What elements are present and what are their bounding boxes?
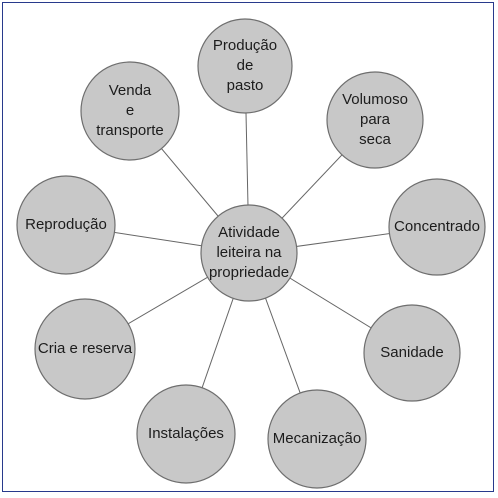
venda-e-transporte-label-line: e [126,102,134,119]
instalacoes-circle [136,384,236,484]
center-circle [200,204,298,302]
producao-de-pasto-node: Produção de pasto [197,18,293,114]
center-node: Atividade leiteira na propriedade [200,204,298,302]
cria-e-reserva-label-line: Cria e reserva [38,340,133,357]
mecanizacao-label: Mecanização [273,430,361,447]
cria-e-reserva-circle [34,298,136,400]
producao-de-pasto-label-line: de [237,57,254,74]
cria-e-reserva-node: Cria e reserva [34,298,136,400]
venda-e-transporte-label-line: Venda [109,82,152,99]
mecanizacao-node: Mecanização [267,389,367,489]
center-label-line: Atividade [218,224,280,241]
center-label: Atividade leiteira na propriedade [209,224,289,281]
producao-de-pasto-circle [197,18,293,114]
concentrado-label-line: Concentrado [394,218,480,235]
venda-e-transporte-circle [80,61,180,161]
volumoso-para-seca-label-line: seca [359,131,391,148]
reproducao-node: Reprodução [16,175,116,275]
sanidade-label-line: Sanidade [380,344,443,361]
producao-de-pasto-label: Produção de pasto [213,37,277,94]
sanidade-label: Sanidade [380,344,443,361]
reproducao-circle [16,175,116,275]
volumoso-para-seca-label-line: para [360,111,391,128]
instalacoes-node: Instalações [136,384,236,484]
volumoso-para-seca-label-line: Volumoso [342,91,408,108]
volumoso-para-seca-label: Volumoso para seca [342,91,408,148]
venda-e-transporte-node: Venda e transporte [80,61,180,161]
concentrado-circle [388,178,486,276]
volumoso-para-seca-node: Volumoso para seca [326,71,424,169]
venda-e-transporte-label-line: transporte [96,122,164,139]
concentrado-label: Concentrado [394,218,480,235]
venda-e-transporte-label: Venda e transporte [96,82,164,139]
sanidade-node: Sanidade [363,304,461,402]
volumoso-para-seca-circle [326,71,424,169]
concentrado-node: Concentrado [388,178,486,276]
sanidade-circle [363,304,461,402]
cria-e-reserva-label: Cria e reserva [38,340,133,357]
mecanizacao-label-line: Mecanização [273,430,361,447]
center-label-line: propriedade [209,264,289,281]
instalacoes-label: Instalações [148,425,224,442]
instalacoes-label-line: Instalações [148,425,224,442]
reproducao-label: Reprodução [25,216,107,233]
producao-de-pasto-label-line: Produção [213,37,277,54]
producao-de-pasto-label-line: pasto [227,77,264,94]
mecanizacao-circle [267,389,367,489]
center-label-line: leiteira na [216,244,282,261]
reproducao-label-line: Reprodução [25,216,107,233]
